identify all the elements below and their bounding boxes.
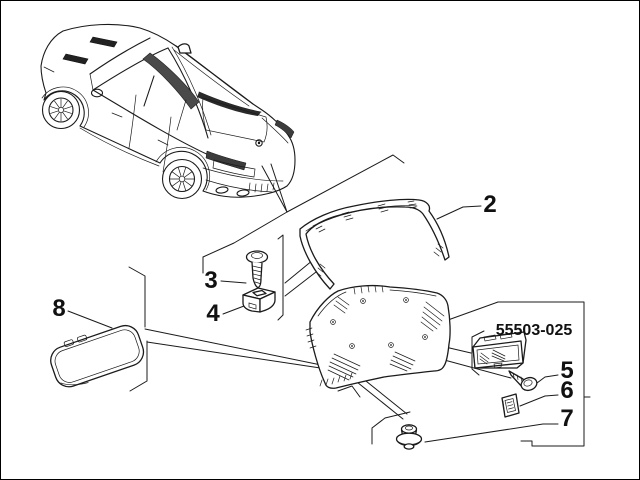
vehicle-illustration <box>40 23 296 200</box>
sunroof-glass <box>142 52 200 110</box>
hood-vent <box>62 53 89 65</box>
part-2-upper-trim <box>299 198 450 290</box>
callout-label-2: 2 <box>483 191 496 218</box>
part-55503-switch <box>472 331 527 369</box>
rear-badge <box>255 139 263 147</box>
taillight-right <box>274 119 295 139</box>
part-7-grommet <box>395 424 423 450</box>
part-3-screw <box>245 250 269 289</box>
exhaust-tip <box>215 186 229 194</box>
antenna-fin <box>177 43 192 54</box>
callout-label-6: 6 <box>560 377 573 404</box>
part-6-bracket <box>501 393 520 418</box>
part-4-clip-nut <box>242 287 276 313</box>
callout-label-4: 4 <box>206 300 220 327</box>
frame-part-number-box <box>497 301 585 447</box>
callout-label-8: 8 <box>52 295 65 322</box>
tailgate-trim-panel <box>305 284 451 389</box>
leader-2 <box>436 205 482 220</box>
hood-vent <box>89 36 118 48</box>
frame-part-8 <box>128 266 146 328</box>
leader-6 <box>519 394 559 407</box>
front-wheel <box>41 86 89 130</box>
callout-label-5: 5 <box>560 357 573 384</box>
switch-hatch <box>479 349 506 365</box>
panel-fasteners <box>330 297 428 349</box>
part-number-label: 55503-025 <box>496 322 573 339</box>
part-5-push-clip <box>508 370 538 392</box>
leader-3 <box>220 280 247 284</box>
part-8-handle-cover <box>50 324 145 388</box>
bracket-group-3-4-left <box>202 211 288 274</box>
side-mirror <box>90 88 104 98</box>
bracket-group-3-4-right <box>277 234 284 321</box>
rear-wheel <box>155 147 210 200</box>
leader-4 <box>222 305 245 315</box>
leader-lines <box>67 154 591 447</box>
callout-label-7: 7 <box>560 405 573 432</box>
trim-hatch <box>312 200 444 277</box>
leader-5 <box>536 374 559 384</box>
leader-8 <box>67 310 113 329</box>
exhaust-tip <box>236 189 250 197</box>
panel-hatch <box>327 296 445 381</box>
leader-vehicle <box>261 154 405 213</box>
callout-label-3: 3 <box>204 267 217 294</box>
rear-spoiler <box>197 92 261 116</box>
leader-7 <box>424 423 559 443</box>
